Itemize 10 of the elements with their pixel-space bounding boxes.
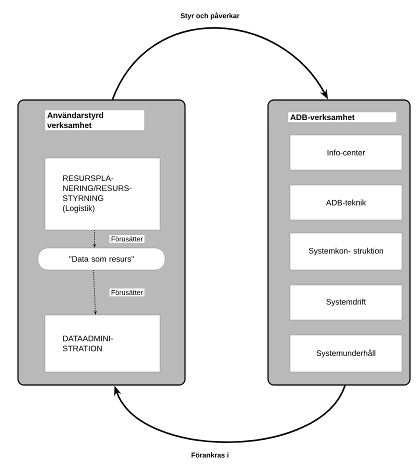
process-box: Systemdrift [290,284,402,320]
curved-arrow [112,27,328,100]
rounded-box: "Data som resurs" [38,248,166,270]
curved-arrow [114,385,346,443]
process-box: Systemunderhåll [290,334,402,372]
process-box: Info-center [290,134,402,170]
process-box: Systemkon- struktion [290,232,402,270]
process-box: ADB-teknik [290,184,402,220]
process-box: RESURSPLA- NERING/RESURS- STYRNING (Logistik) [44,158,160,230]
process-box: DATAADMINI- STRATION [44,314,160,372]
